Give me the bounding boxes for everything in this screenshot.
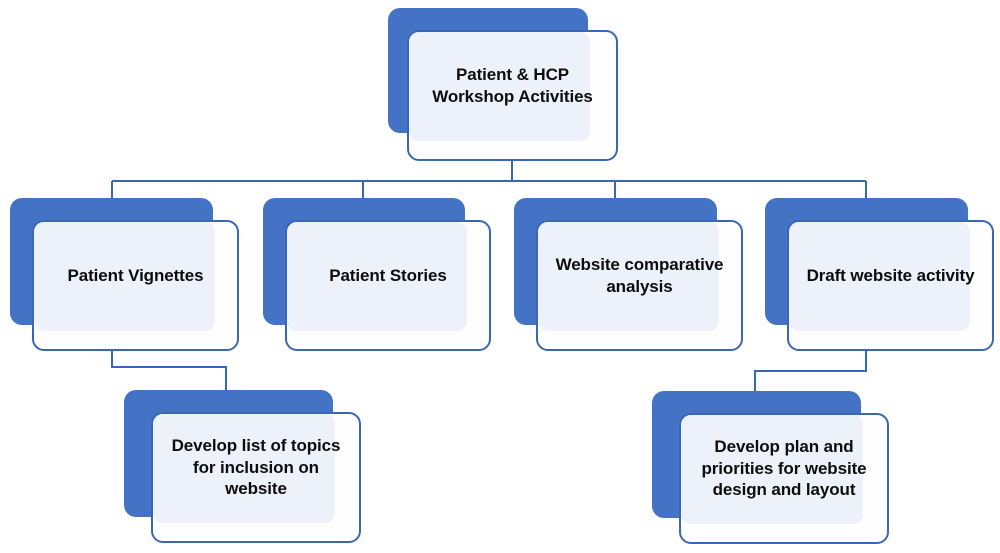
edge-draft-plan (753, 350, 868, 391)
node-draft-website-activity-label: Draft website activity (806, 265, 975, 285)
node-patient-vignettes-panel (34, 222, 215, 331)
node-patient-vignettes[interactable]: Patient Vignettes (10, 198, 239, 351)
node-website-comparative-analysis-label: Website comparative analysis (555, 254, 724, 296)
node-develop-website-plan-panel (681, 415, 863, 524)
node-root[interactable]: Patient & HCP Workshop Activities (388, 8, 618, 161)
node-patient-vignettes-label: Patient Vignettes (67, 265, 204, 285)
node-website-comparative-analysis-panel (538, 222, 719, 331)
node-patient-stories-panel (287, 222, 467, 331)
node-develop-topics-list-panel (153, 414, 335, 523)
node-root-label: Patient & HCP Workshop Activities (432, 64, 593, 106)
node-draft-website-activity[interactable]: Draft website activity (765, 198, 994, 351)
node-root-panel (409, 32, 590, 141)
node-draft-website-activity-panel (789, 222, 970, 331)
edge-vignettes-topics (110, 350, 228, 390)
node-develop-website-plan-label: Develop plan and priorities for website … (701, 436, 867, 500)
node-develop-website-plan[interactable]: Develop plan and priorities for website … (652, 391, 889, 544)
node-website-comparative-analysis[interactable]: Website comparative analysis (514, 198, 743, 351)
node-patient-stories[interactable]: Patient Stories (263, 198, 491, 351)
node-develop-topics-list[interactable]: Develop list of topics for inclusion on … (124, 390, 361, 543)
node-develop-topics-list-label: Develop list of topics for inclusion on … (171, 435, 341, 499)
node-patient-stories-label: Patient Stories (329, 265, 447, 285)
